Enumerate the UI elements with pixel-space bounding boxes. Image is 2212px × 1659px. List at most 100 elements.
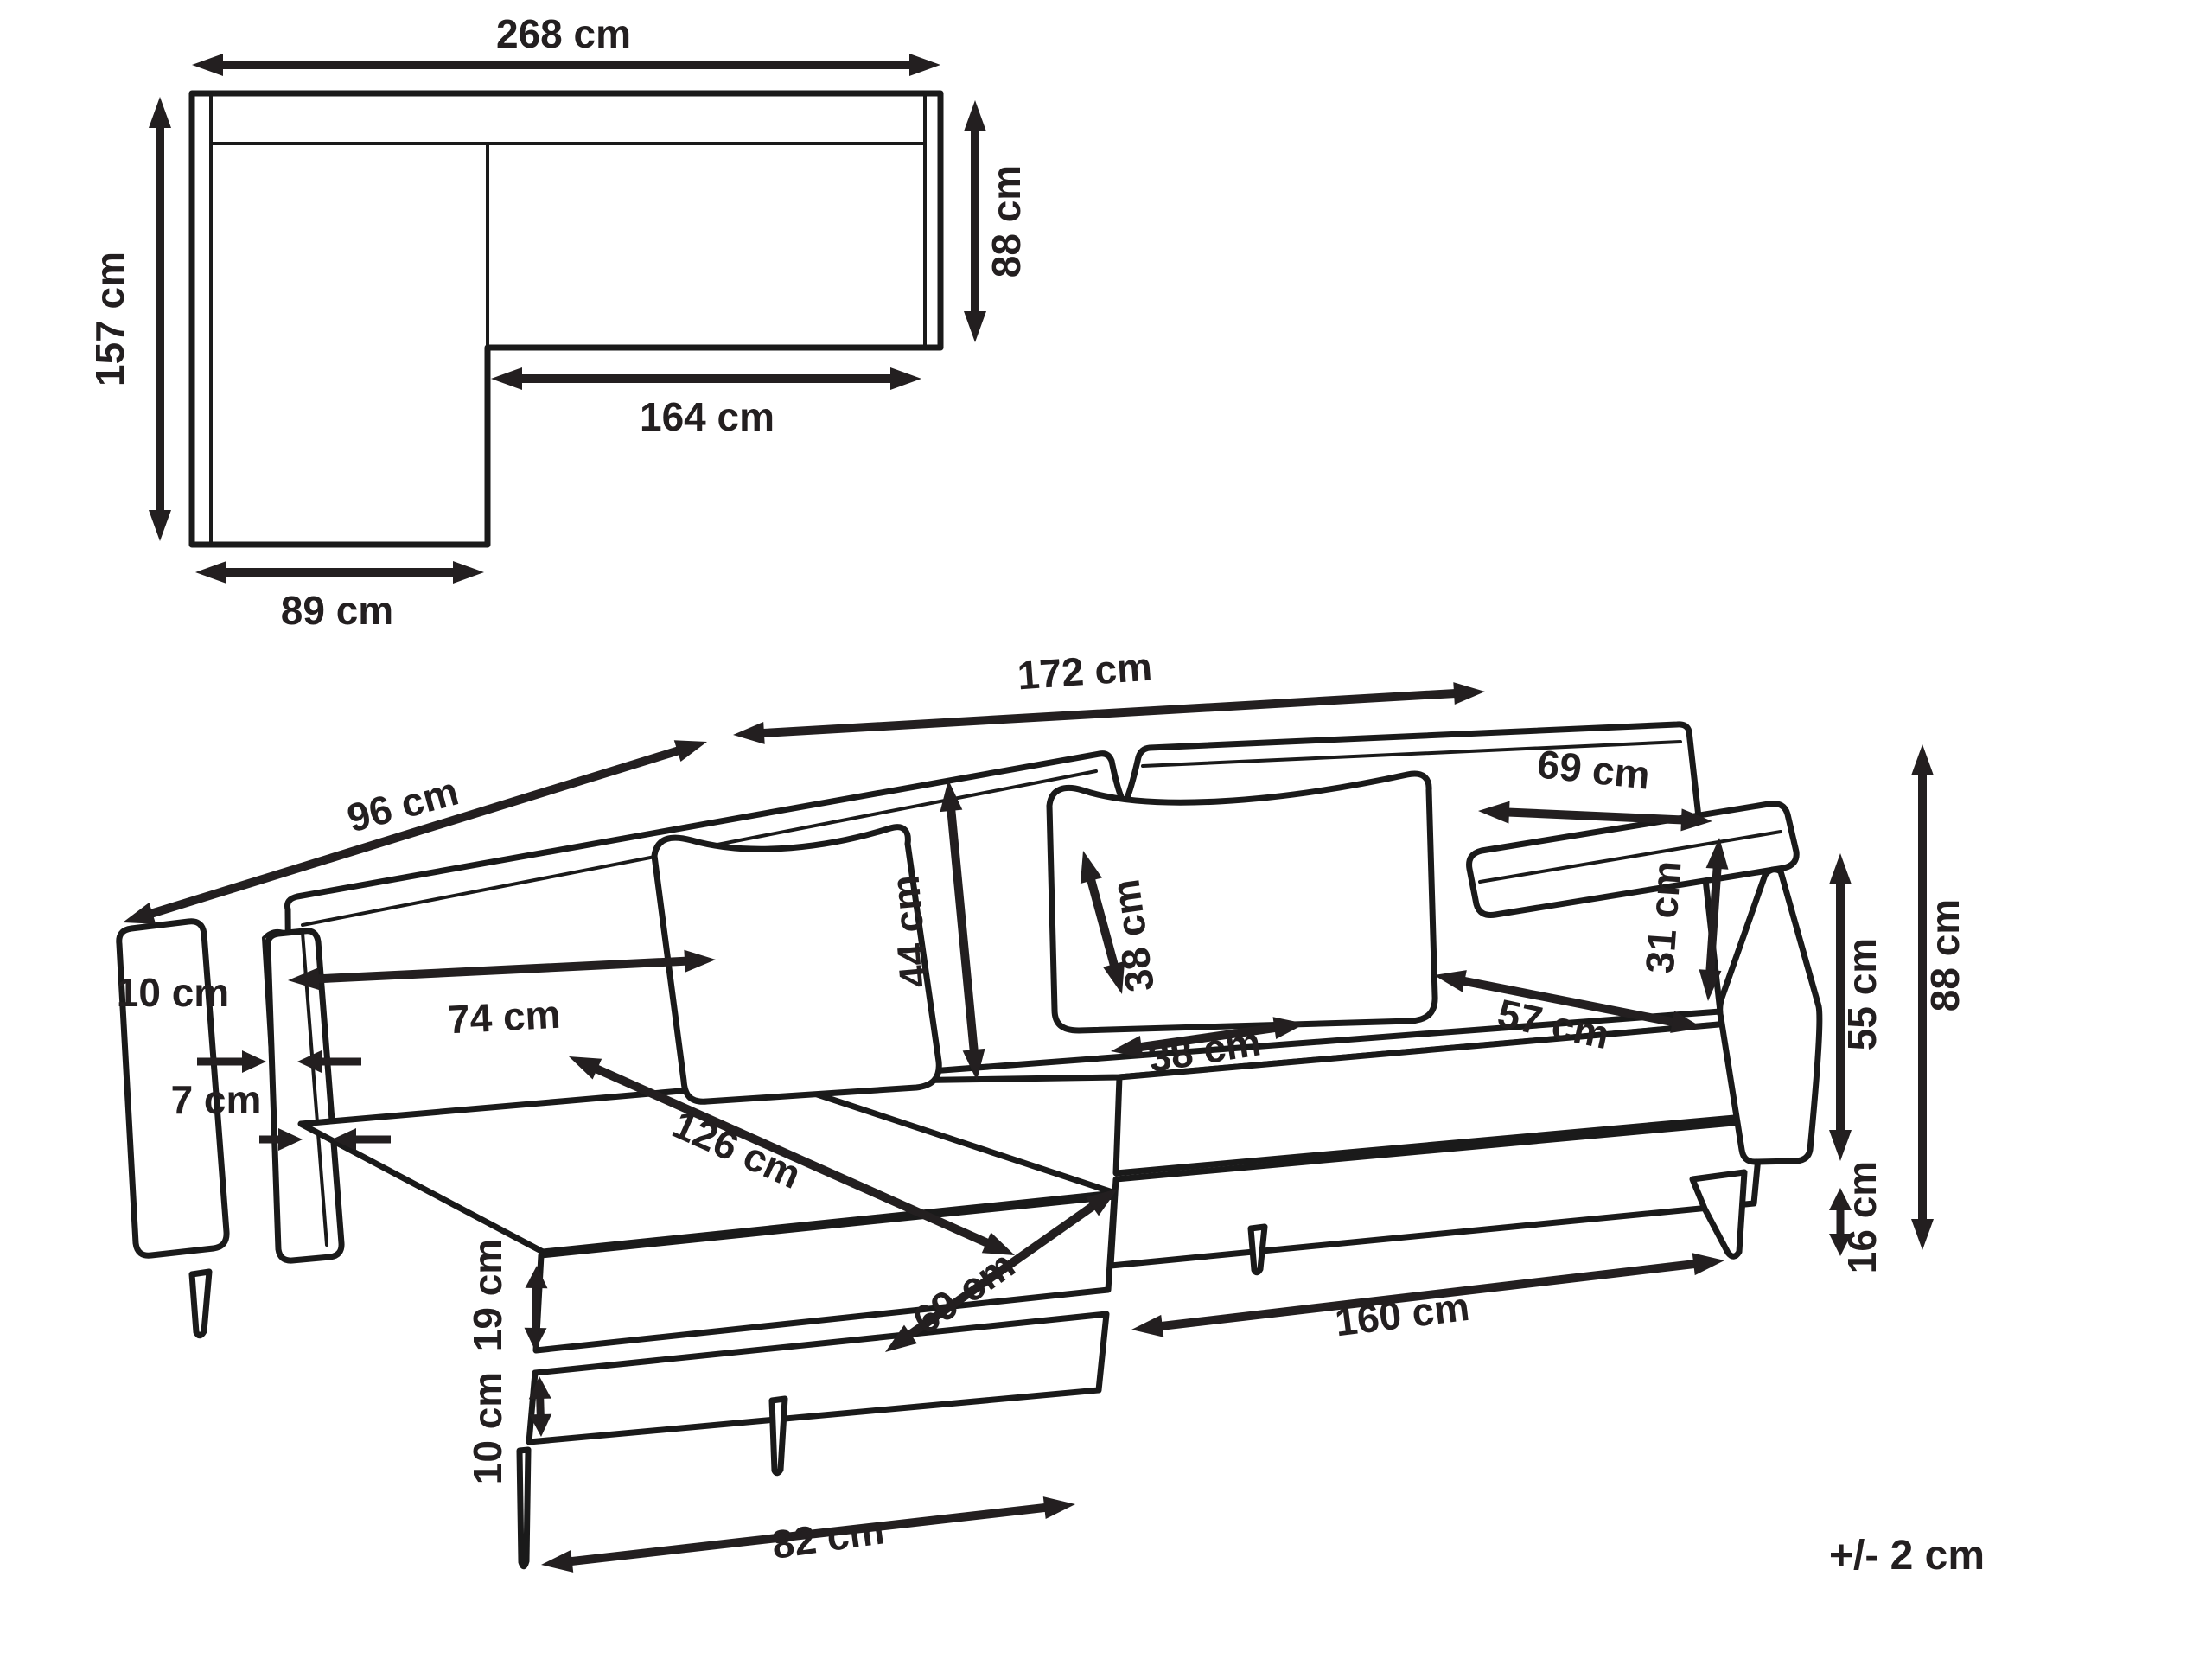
arrowhead xyxy=(1478,801,1510,824)
dimension-line xyxy=(946,801,979,1060)
dimension-base-right-width: 160 cm xyxy=(1131,1253,1724,1344)
dimension-line xyxy=(1499,807,1692,825)
plan-outline xyxy=(188,90,944,548)
arrowhead xyxy=(524,1327,547,1350)
arrowhead xyxy=(123,902,156,924)
dimension-label-base-right-width: 160 cm xyxy=(1332,1284,1471,1345)
dimension-label-back-inner-width: 74 cm xyxy=(447,992,562,1043)
arrowhead xyxy=(890,367,921,390)
arrowhead xyxy=(673,740,707,763)
sofa-leg-middle xyxy=(1247,1223,1268,1276)
sofa-left-armrest-outer xyxy=(116,918,230,1259)
dimension-label-plan-inner-width: 164 cm xyxy=(640,394,775,439)
arrowhead xyxy=(297,1050,322,1073)
dimension-line xyxy=(754,688,1464,738)
sofa-leg-front-left xyxy=(516,1446,532,1570)
arrowhead xyxy=(964,311,986,342)
sofa-leg-chaise-middle xyxy=(768,1395,788,1477)
sofa-leg-right xyxy=(1689,1169,1748,1260)
dimension-back-height: 44 cm xyxy=(882,780,985,1081)
dimension-line xyxy=(1705,858,1723,980)
arrowhead xyxy=(195,561,226,584)
dimension-line xyxy=(309,956,695,984)
sofa-base-front xyxy=(1107,1117,1765,1269)
plan-view xyxy=(188,90,944,548)
arrowhead xyxy=(491,367,522,390)
arrowhead xyxy=(962,1048,985,1081)
dimension-back-inner-width: 74 cm xyxy=(288,949,716,1043)
dimension-leg-clearance: 16 cm xyxy=(1829,1161,1884,1273)
dimension-seat-height: 55 cm xyxy=(1829,853,1884,1161)
dimension-label-back-height: 44 cm xyxy=(882,873,936,989)
arrowhead xyxy=(149,510,171,541)
dimension-line xyxy=(1152,1258,1704,1332)
dimension-total-height: 88 cm xyxy=(1911,744,1967,1250)
dimension-back-right-width: 172 cm xyxy=(733,644,1485,744)
dimension-plan-left-depth: 157 cm xyxy=(87,97,171,541)
arrowhead xyxy=(1086,1189,1118,1216)
arrowhead xyxy=(242,1050,266,1073)
dimension-armrest-above-seat: 31 cm xyxy=(1637,838,1729,1001)
sofa-right-armrest-side xyxy=(1717,866,1823,1165)
arrowhead xyxy=(278,1128,303,1151)
sofa-pillow-left xyxy=(651,824,942,1105)
arrowhead xyxy=(981,1232,1015,1255)
arrowhead xyxy=(1680,808,1712,832)
arrowhead xyxy=(1829,1234,1852,1256)
arrowhead xyxy=(964,100,986,131)
arrowhead xyxy=(528,1376,551,1400)
dimension-line xyxy=(142,743,688,921)
arrowhead xyxy=(288,967,320,991)
arrowhead xyxy=(1103,960,1125,994)
dimension-line xyxy=(1131,1022,1284,1053)
dimension-label-armrest-thickness: 7 cm xyxy=(171,1077,262,1122)
arrowhead xyxy=(453,561,484,584)
dimension-label-back-right-width: 172 cm xyxy=(1016,644,1153,699)
arrowhead xyxy=(525,1266,548,1289)
arrowhead xyxy=(1829,1188,1852,1210)
dimension-line xyxy=(562,1502,1055,1567)
arrowhead xyxy=(1705,838,1729,870)
arrowhead xyxy=(529,1413,552,1437)
dimension-back-thickness: 10 cm xyxy=(117,970,361,1073)
dimension-label-plan-chaise-width: 89 cm xyxy=(281,588,393,633)
arrowhead xyxy=(1829,1130,1852,1161)
dimension-label-back-left-width: 96 cm xyxy=(342,769,462,841)
arrowhead xyxy=(569,1056,602,1080)
dimension-plan-total-width: 268 cm xyxy=(192,11,940,76)
dimension-base-front-width: 82 cm xyxy=(541,1496,1075,1573)
dimension-plan-inner-width: 164 cm xyxy=(491,367,921,439)
sofa-view xyxy=(116,721,1823,1570)
dimension-armrest-thickness: 7 cm xyxy=(171,1077,391,1151)
arrowhead xyxy=(733,721,765,744)
dimension-label-cushion-thickness: 19 cm xyxy=(465,1239,510,1351)
arrowhead xyxy=(1453,682,1485,705)
dimension-label-seat-height: 55 cm xyxy=(1839,938,1884,1050)
tolerance-note: +/- 2 cm xyxy=(1829,1533,1985,1579)
arrowhead xyxy=(1670,1011,1703,1033)
sofa-backrest-piping-right xyxy=(1141,740,1682,768)
arrowhead xyxy=(909,54,940,76)
dimension-cushion-thickness: 19 cm xyxy=(465,1239,548,1351)
arrowhead xyxy=(1692,1253,1724,1276)
arrowhead xyxy=(940,780,963,813)
dimension-label-base-clearance: 10 cm xyxy=(465,1372,510,1484)
sofa-right-armrest-top xyxy=(1466,801,1800,918)
arrowhead xyxy=(192,54,223,76)
sofa-right-armrest-piping xyxy=(1478,830,1782,884)
dimension-label-back-thickness: 10 cm xyxy=(117,970,229,1015)
dimension-label-armrest-above-seat: 31 cm xyxy=(1637,859,1690,975)
dimension-label-base-front-width: 82 cm xyxy=(769,1507,887,1567)
arrowhead xyxy=(1699,969,1722,1001)
arrowhead xyxy=(1111,1036,1144,1058)
dimension-line xyxy=(900,1197,1103,1343)
dimension-label-plan-total-width: 268 cm xyxy=(496,11,631,56)
dimension-line xyxy=(1084,871,1121,974)
arrowhead xyxy=(149,97,171,128)
dimension-label-total-height: 88 cm xyxy=(1922,899,1967,1011)
arrowhead xyxy=(1131,1314,1164,1337)
dimension-label-leg-clearance: 16 cm xyxy=(1839,1161,1884,1273)
arrowhead xyxy=(1042,1496,1075,1519)
